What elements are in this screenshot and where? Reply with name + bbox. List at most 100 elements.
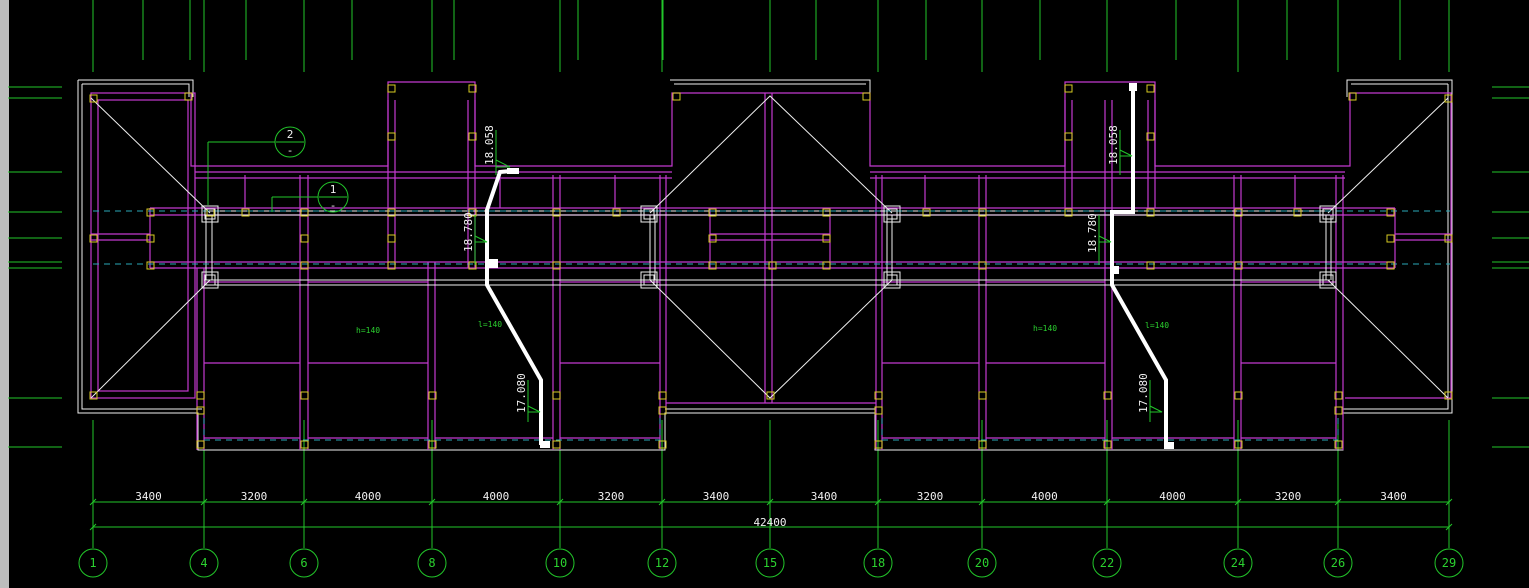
column-marker xyxy=(552,391,561,400)
main-columns xyxy=(201,205,1337,289)
svg-text:18.058: 18.058 xyxy=(1107,125,1120,165)
column-marker xyxy=(1234,391,1243,400)
svg-text:15: 15 xyxy=(763,556,777,570)
dimension-tick xyxy=(556,498,564,506)
axis-bubble-29[interactable]: 29 xyxy=(1434,548,1464,578)
column-marker xyxy=(184,92,193,101)
column-marker xyxy=(387,132,396,141)
column-marker xyxy=(300,440,309,449)
elevation-marker-right-top: 18.058 xyxy=(1107,125,1133,175)
elevation-marker-left-low: 17.080 xyxy=(515,373,541,422)
column-marker xyxy=(387,208,396,217)
svg-text:-: - xyxy=(287,144,294,157)
column-marker xyxy=(552,261,561,270)
axis-bubble-18[interactable]: 18 xyxy=(863,548,893,578)
column-marker xyxy=(978,391,987,400)
svg-text:12: 12 xyxy=(655,556,669,570)
column-marker xyxy=(708,234,717,243)
axis-bubble-26[interactable]: 26 xyxy=(1323,548,1353,578)
column-marker xyxy=(1146,261,1155,270)
section-marker-2[interactable]: 2 - xyxy=(207,126,306,205)
svg-text:18.780: 18.780 xyxy=(462,212,475,252)
column-marker xyxy=(300,234,309,243)
column-marker xyxy=(1386,234,1395,243)
dimension-tick xyxy=(89,523,97,531)
column-marker xyxy=(1234,261,1243,270)
dimension-tick xyxy=(1445,498,1453,506)
dimension-tick xyxy=(766,498,774,506)
column-marker xyxy=(874,440,883,449)
axis-bubble-24[interactable]: 24 xyxy=(1223,548,1253,578)
column-marker xyxy=(672,92,681,101)
roof-outline xyxy=(77,79,1453,451)
column-marker xyxy=(300,208,309,217)
column-marker xyxy=(708,261,717,270)
column-marker xyxy=(922,208,931,217)
elevation-marker-right-mid: 18.780 xyxy=(1086,213,1112,265)
svg-text:20: 20 xyxy=(975,556,989,570)
axis-bubble-12[interactable]: 12 xyxy=(647,548,677,578)
span-dimension: 3200 xyxy=(241,490,268,503)
axis-bubble-6[interactable]: 6 xyxy=(289,548,319,578)
span-dimension: 3400 xyxy=(135,490,162,503)
grid-axis-bubbles[interactable]: 1 4 6 8 10 12 15 18 20 22 24 26 29 xyxy=(78,548,1464,578)
hidden-lines xyxy=(93,210,1450,441)
svg-text:17.080: 17.080 xyxy=(1137,373,1150,413)
span-dimension: 4000 xyxy=(483,490,510,503)
dimension-tick xyxy=(1103,498,1111,506)
column-marker xyxy=(874,391,883,400)
section-cut-left xyxy=(485,168,550,448)
column-marker xyxy=(300,391,309,400)
span-dimension: 3200 xyxy=(917,490,944,503)
column-marker xyxy=(468,84,477,93)
dimension-tick xyxy=(1334,498,1342,506)
column-marker xyxy=(241,208,250,217)
column-marker xyxy=(552,208,561,217)
column-marker xyxy=(196,391,205,400)
column-marker xyxy=(1064,84,1073,93)
svg-text:24: 24 xyxy=(1231,556,1245,570)
column-marker xyxy=(1146,84,1155,93)
section-cut-right xyxy=(1110,83,1174,449)
column-marker xyxy=(1444,234,1453,243)
axis-bubble-4[interactable]: 4 xyxy=(189,548,219,578)
column-marker xyxy=(1386,261,1395,270)
span-dimension: 3200 xyxy=(598,490,625,503)
svg-text:17.080: 17.080 xyxy=(515,373,528,413)
column-marker xyxy=(89,234,98,243)
edge-stubs xyxy=(8,86,1529,448)
column-marker xyxy=(1386,208,1395,217)
dimension-tick xyxy=(1445,523,1453,531)
axis-bubble-22[interactable]: 22 xyxy=(1092,548,1122,578)
axis-bubble-10[interactable]: 10 xyxy=(545,548,575,578)
axis-bubble-1[interactable]: 1 xyxy=(78,548,108,578)
column-marker xyxy=(146,208,155,217)
axis-bubble-8[interactable]: 8 xyxy=(417,548,447,578)
column-marker xyxy=(300,261,309,270)
columns xyxy=(89,84,1453,449)
span-dimension: 4000 xyxy=(355,490,382,503)
axis-bubble-20[interactable]: 20 xyxy=(967,548,997,578)
column-marker xyxy=(822,261,831,270)
svg-text:18: 18 xyxy=(871,556,885,570)
section-marker-1[interactable]: 1 - xyxy=(271,181,349,213)
slab-thickness-label: h=140 xyxy=(356,326,380,335)
hip-lines xyxy=(90,95,1449,399)
column-marker xyxy=(766,391,775,400)
elevation-marker-left-mid: 18.780 xyxy=(462,212,488,265)
dimension-tick xyxy=(658,498,666,506)
column-marker xyxy=(1444,94,1453,103)
span-dimension: 4000 xyxy=(1159,490,1186,503)
slab-thickness-label: l=140 xyxy=(478,320,502,329)
column-marker xyxy=(1234,440,1243,449)
span-dimension: 4000 xyxy=(1031,490,1058,503)
column-marker xyxy=(468,208,477,217)
column-marker xyxy=(822,208,831,217)
svg-text:2: 2 xyxy=(287,128,294,141)
column-marker xyxy=(428,391,437,400)
span-dimension: 3200 xyxy=(1275,490,1302,503)
span-dimension: 3400 xyxy=(811,490,838,503)
axis-bubble-15[interactable]: 15 xyxy=(755,548,785,578)
